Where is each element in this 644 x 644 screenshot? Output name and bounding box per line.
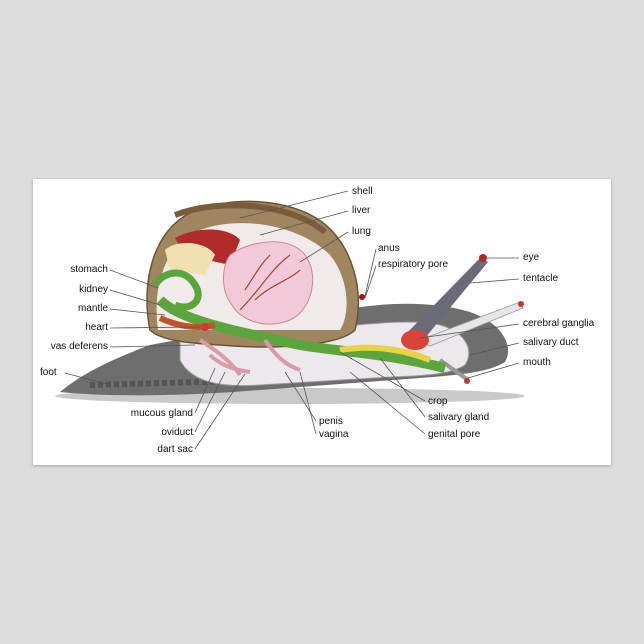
label-tentacle: tentacle — [523, 273, 559, 284]
salivary-gland — [339, 344, 432, 363]
label-heart: heart — [85, 322, 108, 333]
label-salivary-gland: salivary gland — [428, 412, 490, 423]
label-lung: lung — [352, 226, 371, 237]
label-eye: eye — [523, 252, 540, 263]
label-anus: anus — [378, 243, 400, 254]
label-vas-deferens: vas deferens — [50, 341, 108, 352]
heart-dot — [201, 323, 209, 331]
label-vagina: vagina — [319, 429, 349, 440]
mouth-spot — [464, 378, 470, 384]
reproductive-organs — [198, 338, 301, 377]
label-respiratory-pore: respiratory pore — [378, 259, 449, 270]
label-dart-sac: dart sac — [157, 444, 193, 455]
label-penis: penis — [319, 416, 343, 427]
label-kidney: kidney — [79, 284, 108, 295]
kidney-heart — [158, 315, 216, 330]
liver-light — [165, 243, 215, 275]
label-mouth: mouth — [523, 357, 551, 368]
lung-vessels — [239, 254, 301, 311]
label-mantle: mantle — [77, 303, 108, 314]
label-cerebral-ganglia: cerebral ganglia — [523, 318, 595, 329]
upper-tentacle — [405, 258, 488, 338]
stomach-coil — [152, 269, 202, 311]
shell-band — [173, 202, 327, 235]
label-genital-pore: genital pore — [428, 429, 481, 440]
lung — [223, 241, 314, 325]
label-crop: crop — [428, 396, 448, 407]
label-shell: shell — [352, 186, 373, 197]
leader-lines — [64, 190, 520, 450]
label-stomach: stomach — [70, 264, 108, 275]
label-salivary-duct: salivary duct — [523, 337, 579, 348]
label-oviduct: oviduct — [161, 427, 193, 438]
cerebral-ganglia — [401, 330, 429, 350]
label-liver: liver — [352, 205, 371, 216]
anus-dot — [359, 294, 365, 300]
label-foot: foot — [40, 367, 57, 378]
crop-intestine — [156, 296, 447, 373]
label-mucous-gland: mucous gland — [130, 408, 193, 419]
tentacle-tip — [518, 301, 524, 307]
